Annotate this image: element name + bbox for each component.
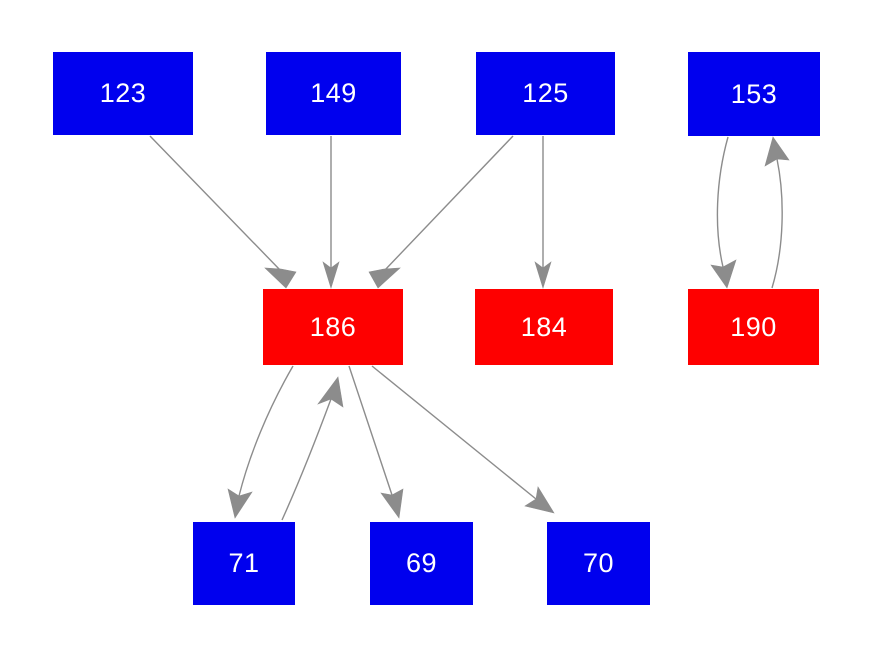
edge-186-to-70 [371,365,555,514]
node-70[interactable]: 70 [547,522,650,605]
node-149[interactable]: 149 [266,52,401,135]
edge-149-to-186 [322,136,340,290]
node-71[interactable]: 71 [193,522,295,605]
node-190[interactable]: 190 [688,289,819,365]
node-69-label: 69 [405,548,438,578]
edge-123-to-186 [149,135,297,289]
node-70-label: 70 [582,548,615,578]
edge-186-to-69 [348,365,404,519]
node-69[interactable]: 69 [370,522,473,605]
node-71-label: 71 [228,548,260,578]
node-186-label: 186 [309,311,357,342]
node-125-label: 125 [522,78,569,108]
edge-190-to-153 [764,136,790,289]
node-184[interactable]: 184 [475,289,613,365]
edge-125-to-184 [534,136,552,290]
edge-186-to-71 [227,365,294,519]
node-123[interactable]: 123 [53,52,193,135]
node-190-label: 190 [730,311,777,342]
edge-153-to-190 [710,136,737,289]
node-186[interactable]: 186 [263,289,403,365]
edge-125-to-186 [368,135,514,289]
node-153-label: 153 [730,78,778,109]
node-125[interactable]: 125 [476,52,615,135]
node-153[interactable]: 153 [688,52,820,136]
node-149-label: 149 [310,78,357,108]
edge-71-to-186 [281,376,344,521]
node-184-label: 184 [520,311,568,342]
node-123-label: 123 [99,78,147,108]
